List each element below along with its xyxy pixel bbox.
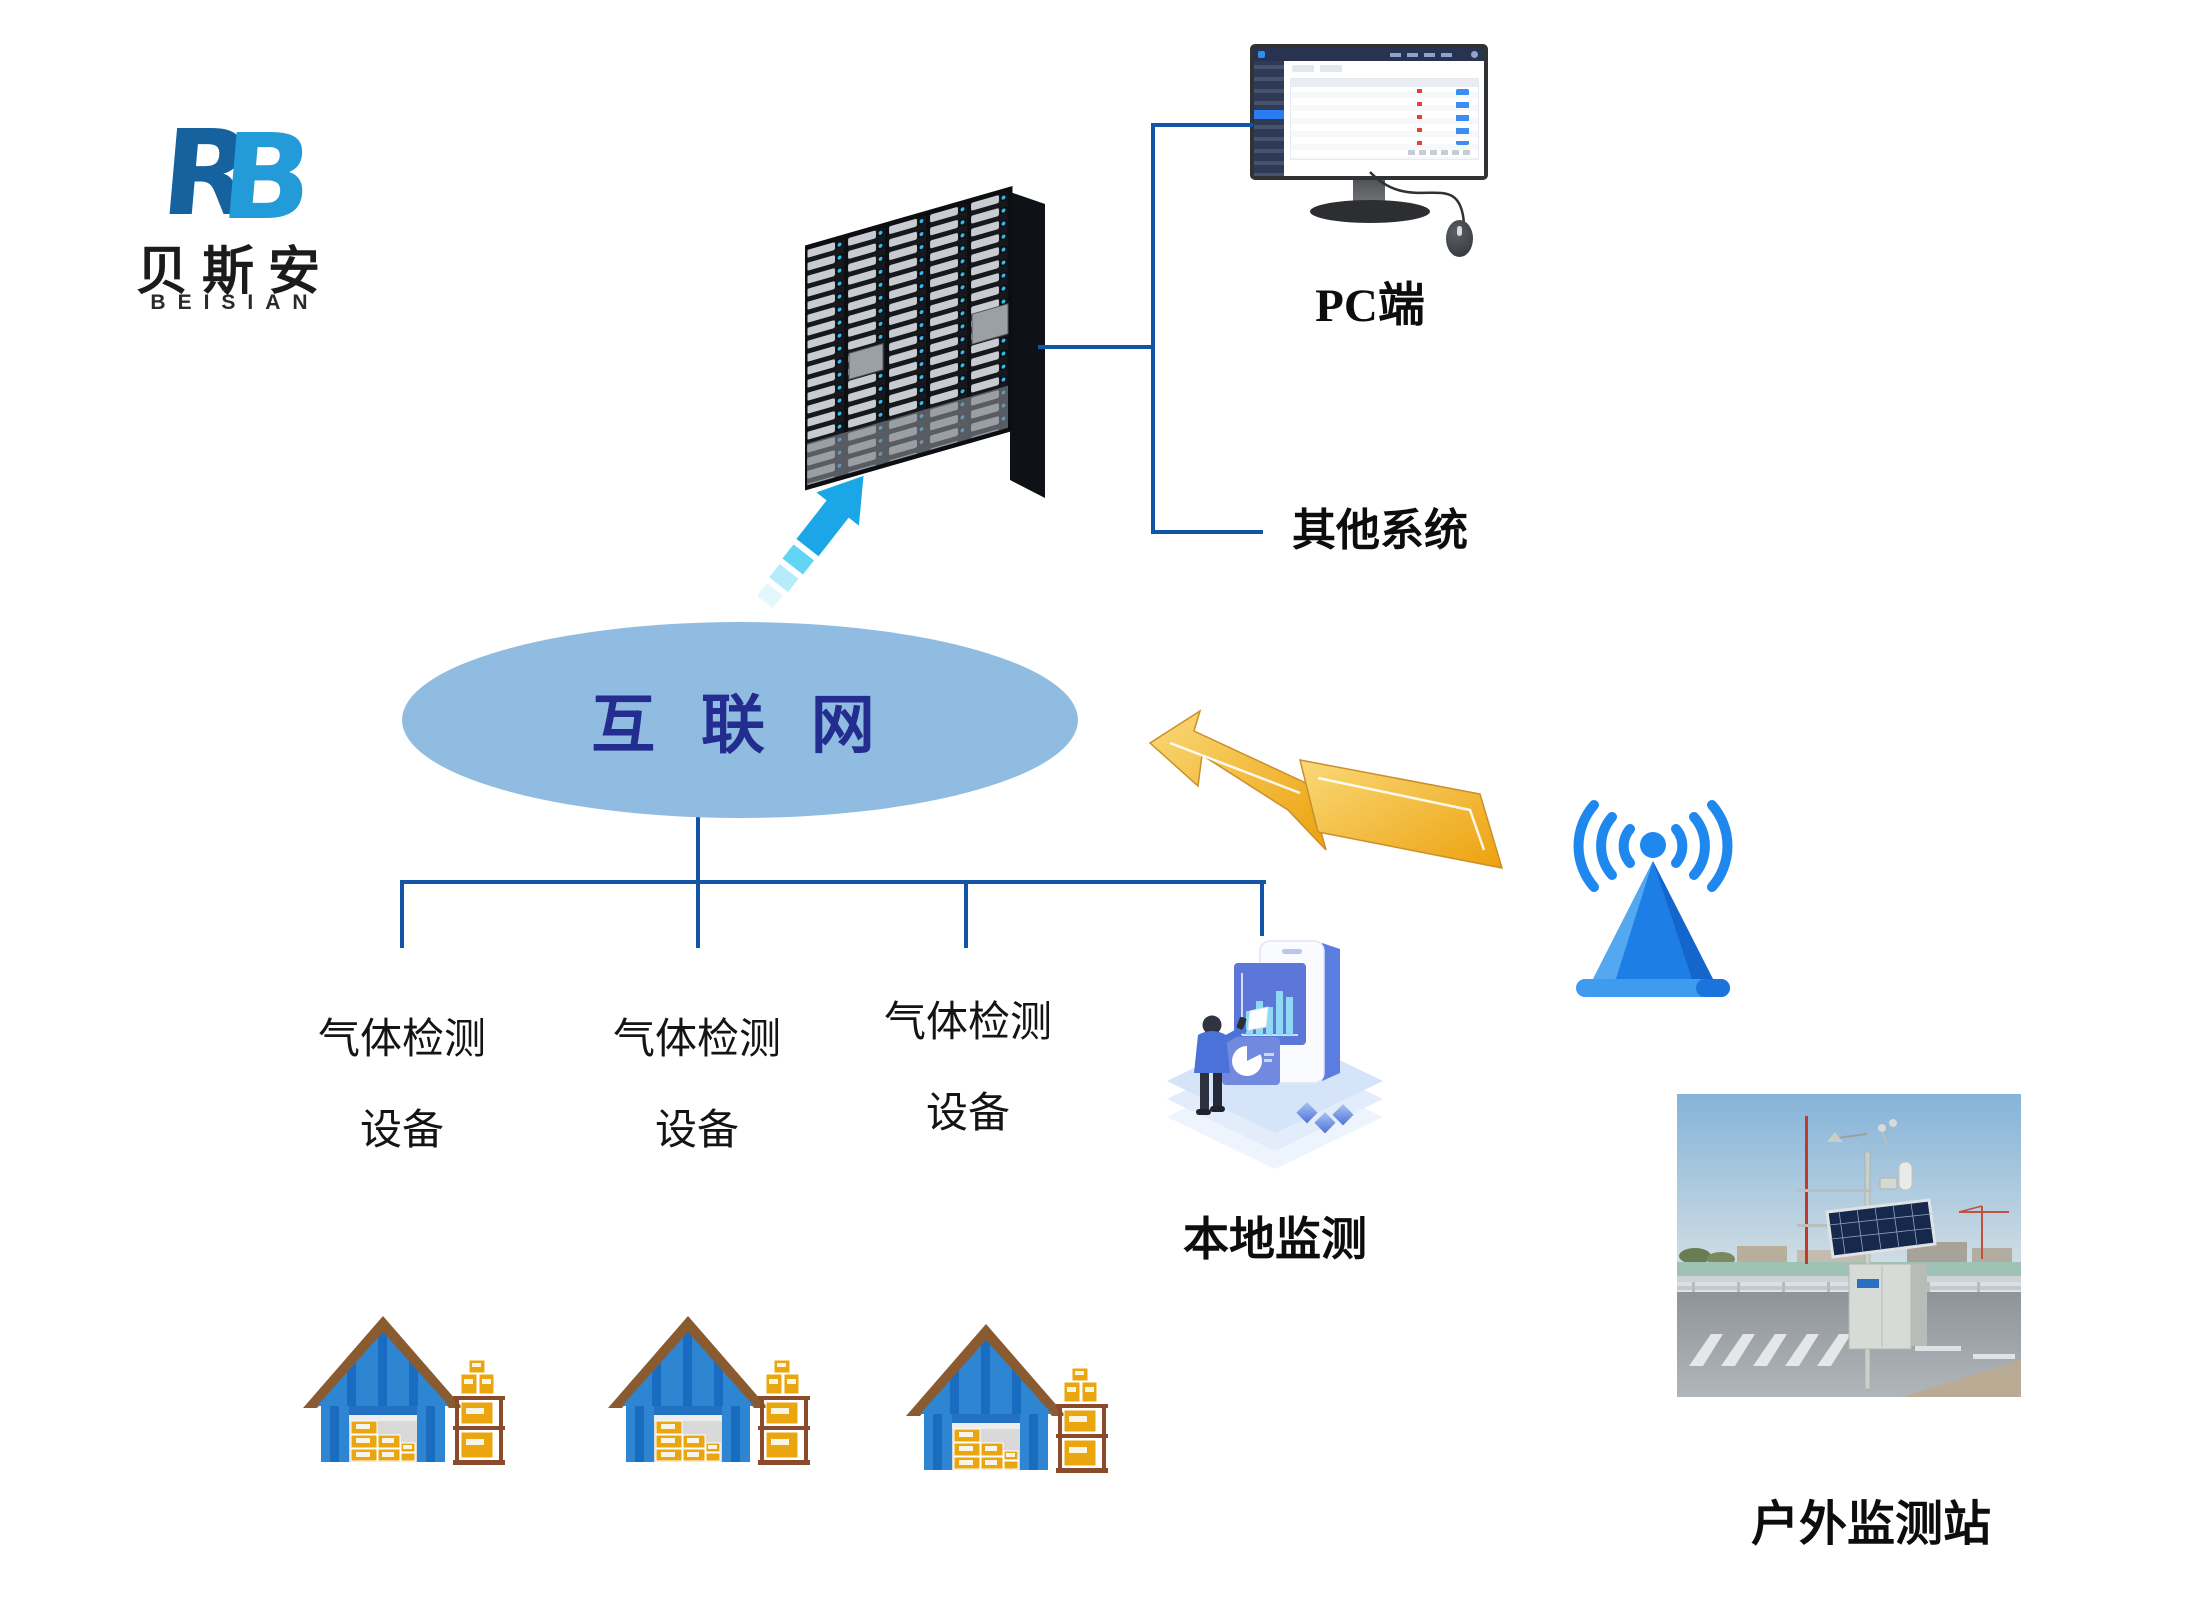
monitor-screen (1254, 48, 1484, 176)
gas-device-label-3: 气体检测 设备 (883, 998, 1052, 1136)
local-monitoring-label: 本地监测 (1183, 1213, 1367, 1265)
monitor-base (1310, 200, 1430, 223)
pc-label: PC端 (1315, 280, 1425, 332)
internet-label: 互 联 网 (591, 689, 889, 761)
screen-table (1290, 78, 1479, 160)
pc-monitor-icon (1250, 44, 1500, 264)
server-rack-icon (805, 186, 1045, 498)
screen-nav-links (1390, 53, 1458, 57)
screen-sidebar (1254, 61, 1284, 176)
line-drop-device1 (400, 880, 404, 948)
antenna-icon (1573, 800, 1733, 997)
screen-topbar (1254, 48, 1484, 61)
internet-cloud: 互 联 网 (402, 622, 1078, 818)
bar-chart-panel (1234, 963, 1306, 1045)
mouse-cable (1369, 171, 1466, 225)
line-drop-device2 (696, 880, 700, 948)
warehouse-icon (608, 1308, 813, 1468)
line-internet-stem (696, 816, 700, 884)
screen-action-buttons (1456, 89, 1469, 145)
pie-chart-panel (1222, 1037, 1280, 1085)
logo-letter-r: R (160, 108, 259, 224)
person-figure (1194, 1006, 1269, 1115)
photo-station (1797, 1116, 1937, 1390)
upload-arrow-icon (757, 475, 864, 609)
screen-sidebar-active-item (1254, 110, 1284, 119)
mouse-wheel (1457, 226, 1462, 236)
logo-mark: R B (160, 108, 318, 224)
screen-avatar (1471, 51, 1478, 58)
other-systems-label: 其他系统 (1292, 506, 1468, 555)
outdoor-station-label: 户外监测站 (1750, 1498, 1991, 1551)
line-to-pc (1151, 123, 1253, 127)
line-drop-local-monitoring (1260, 880, 1264, 936)
photo-crosswalk (1689, 1334, 1851, 1366)
outdoor-station-photo (1677, 1094, 2021, 1397)
warehouse-icon (303, 1308, 508, 1468)
company-name-cn: 贝斯安 (135, 243, 334, 301)
gas-device-label-1: 气体检测 设备 (317, 1015, 486, 1153)
mouse-icon (1446, 220, 1473, 257)
company-name-en: BEISIAN (150, 291, 320, 314)
monitor-frame (1250, 44, 1488, 180)
screen-logo-icon (1258, 51, 1265, 58)
line-junction-vertical (1151, 123, 1155, 534)
local-monitoring-illustration (1167, 940, 1383, 1169)
warehouse-icon (906, 1316, 1111, 1476)
screen-pagination (1408, 150, 1470, 155)
screen-status-dots (1417, 89, 1422, 145)
line-server-to-junction (1038, 345, 1155, 349)
line-branch-horizontal (400, 880, 1266, 884)
gas-device-label-2: 气体检测 设备 (612, 1015, 781, 1153)
tablet-side (1322, 943, 1340, 1081)
screen-toolbar-buttons (1292, 65, 1344, 72)
lightning-arrow-icon (1148, 709, 1504, 869)
logo-letter-b: B (216, 108, 318, 224)
screen-table-header (1291, 79, 1478, 87)
line-drop-device3 (964, 880, 968, 948)
line-to-other-systems (1151, 530, 1263, 534)
